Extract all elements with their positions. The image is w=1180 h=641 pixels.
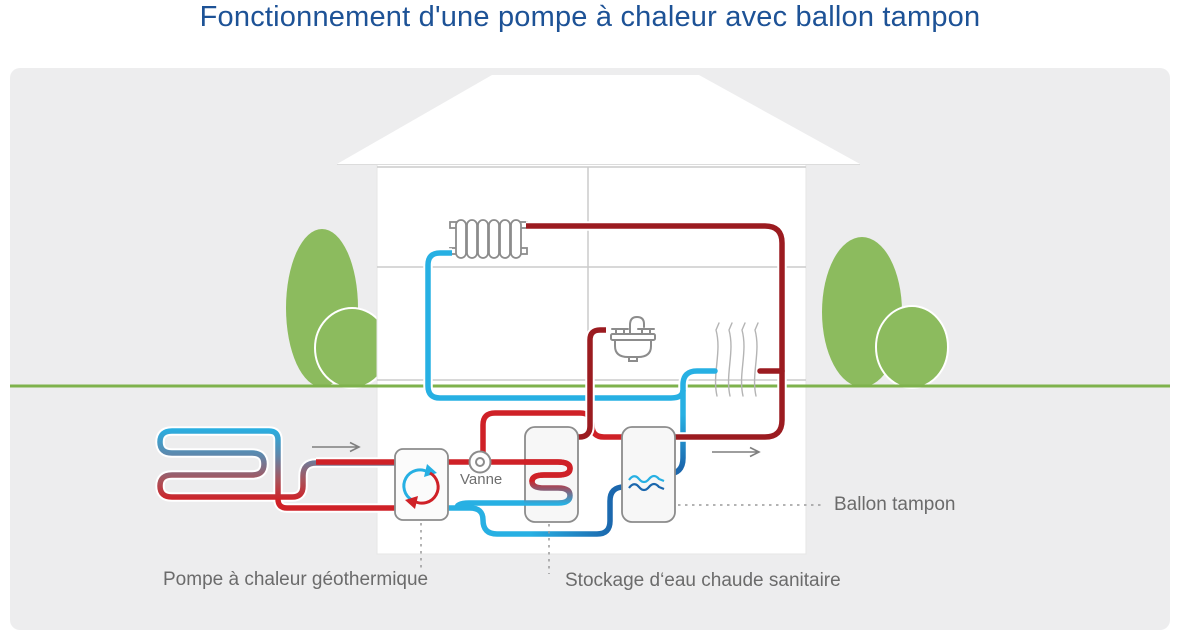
pipes-hot-dark: [526, 223, 785, 440]
heat-pump-unit: [394, 448, 449, 521]
sink-icon: [610, 315, 656, 362]
water-waves-icon: [628, 474, 665, 492]
sink-basin: [614, 339, 652, 358]
coil-return-pipe: [454, 500, 527, 509]
storage-tank: [524, 426, 579, 523]
buffer-tank: [621, 426, 676, 523]
bush-small: [875, 305, 949, 389]
ground-loop-coil: [157, 428, 448, 511]
radiator-return-pipe: [425, 250, 686, 401]
callout-lines: [420, 504, 822, 574]
heat-waves-icon: [714, 322, 759, 397]
valve-icon: [468, 450, 492, 474]
radiator-icon: [449, 219, 528, 259]
refrigerant-cycle-icon: [402, 464, 440, 509]
page-title: Fonctionnement d'une pompe à chaleur ave…: [199, 1, 981, 33]
buffer-label: Ballon tampon: [834, 494, 956, 515]
bush-group-right: [822, 237, 949, 389]
tap-left: [611, 328, 629, 334]
arrow-right-icon: [312, 441, 761, 458]
faucet: [629, 315, 645, 334]
radiator-loop-pipe: [526, 223, 785, 440]
tap-right: [637, 328, 655, 334]
storage-label: Stockage d‘eau chaude sanitaire: [565, 570, 841, 591]
heat-pump-label: Pompe à chaleur géothermique: [163, 569, 429, 590]
buffer-return-pipe: [448, 484, 630, 537]
valve-label: Vanne: [460, 471, 503, 488]
tank-heating-coil: [524, 459, 573, 506]
hot-water-to-sink-pipe: [572, 327, 606, 440]
sink-drain: [628, 356, 638, 362]
house-roof: [337, 75, 860, 164]
pipes-cold-and-supply: [157, 250, 718, 537]
bush-group-left: [286, 229, 390, 389]
